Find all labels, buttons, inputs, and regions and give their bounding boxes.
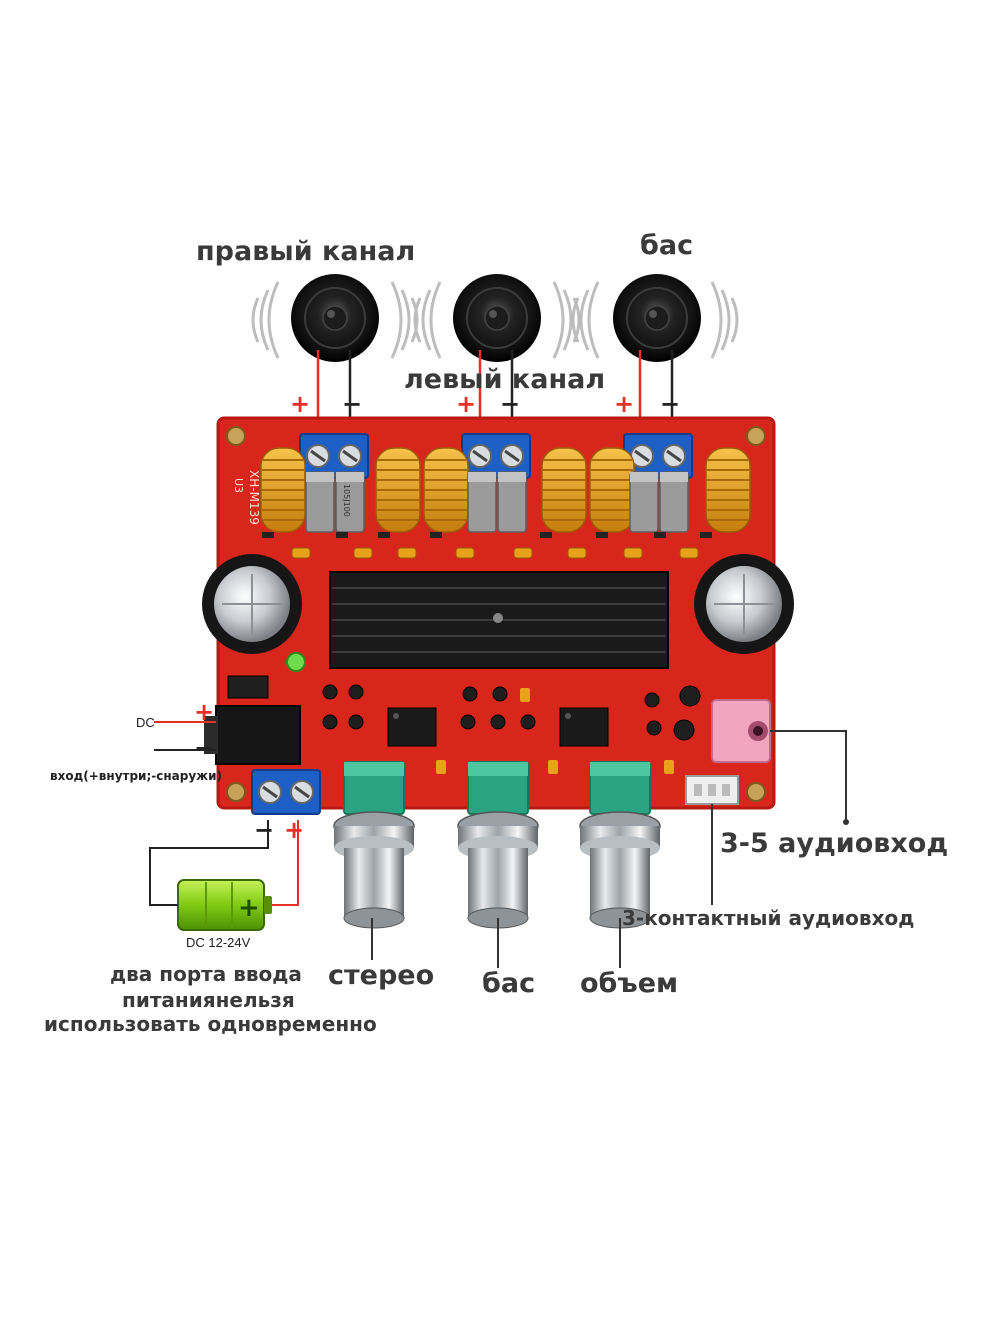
sound-wave-icon <box>251 280 280 360</box>
label-knob-stereo: стерео <box>328 960 435 991</box>
film-capacitor <box>629 471 659 533</box>
polarity-minus-dc: − <box>194 734 215 762</box>
label-input-35: 3-5 аудиовход <box>720 828 949 859</box>
dc-barrel-jack <box>204 705 301 765</box>
label-knob-bass: бас <box>482 968 536 999</box>
label-left-channel: левый канал <box>404 364 606 395</box>
board-u3-marking: U3 <box>232 478 245 493</box>
knob-icon <box>457 811 539 929</box>
potentiometer <box>589 761 651 815</box>
film-capacitor <box>659 471 689 533</box>
inductor <box>589 447 635 533</box>
electrolytic-capacitor <box>202 554 302 654</box>
label-right-channel: правый канал <box>196 236 416 267</box>
polarity-plus-dc: + <box>194 698 215 726</box>
inductor <box>541 447 587 533</box>
audio-jack-35 <box>711 699 771 763</box>
audio-connector-3pin <box>685 775 739 805</box>
potentiometer <box>467 761 529 815</box>
label-bass-output: бас <box>640 230 694 261</box>
label-input-3pin: 3-контактный аудиовход <box>622 906 915 930</box>
label-power-note-1: два порта ввода <box>110 962 302 986</box>
label-knob-volume: объем <box>580 968 679 999</box>
sound-wave-icon <box>710 280 739 360</box>
polarity-minus-bass: − <box>660 390 681 418</box>
label-power-note-3: использовать одновременно <box>44 1012 377 1036</box>
label-dc: DC <box>136 715 155 730</box>
diode <box>227 675 269 699</box>
label-battery-voltage: DC 12-24V <box>186 935 251 950</box>
connection-lines <box>149 721 849 968</box>
polarity-minus-terminal: − <box>254 816 275 844</box>
svg-text:+: + <box>238 893 260 923</box>
speaker-right-channel <box>251 273 419 363</box>
speaker-icon <box>452 273 542 363</box>
polarity-minus-right: − <box>342 390 363 418</box>
label-power-note-2: питаниянельзя <box>122 988 295 1012</box>
sound-wave-icon <box>413 280 442 360</box>
heatsink <box>329 571 669 669</box>
polarity-plus-left: + <box>456 390 477 418</box>
power-led <box>286 652 306 672</box>
battery-icon: + <box>177 879 272 931</box>
knob-bass[interactable] <box>457 811 539 929</box>
knob-stereo[interactable] <box>333 811 415 929</box>
polarity-plus-right: + <box>290 390 311 418</box>
potentiometer <box>343 761 405 815</box>
speaker-bass <box>571 273 739 363</box>
polarity-plus-bass: + <box>614 390 635 418</box>
inductor <box>705 447 751 533</box>
film-capacitor <box>497 471 527 533</box>
knob-icon <box>333 811 415 929</box>
inductor <box>423 447 469 533</box>
sound-wave-icon <box>552 280 581 360</box>
opamp-chip <box>559 707 609 747</box>
speaker-icon <box>612 273 702 363</box>
inductor-code-marking: 105J100 <box>342 484 351 517</box>
opamp-chip <box>387 707 437 747</box>
polarity-minus-left: − <box>500 390 521 418</box>
sound-wave-icon <box>390 280 419 360</box>
film-capacitor <box>467 471 497 533</box>
pcb-board: XH-M139 U3 105J100 <box>202 416 794 816</box>
electrolytic-capacitor <box>694 554 794 654</box>
inductor <box>375 447 421 533</box>
sound-wave-icon <box>571 280 600 360</box>
speaker-left-channel <box>413 273 581 363</box>
inductor <box>260 447 306 533</box>
label-dc-input-note: вход(+внутри;-снаружи) <box>50 769 222 783</box>
board-model-marking: XH-M139 <box>247 470 261 525</box>
polarity-plus-terminal: + <box>284 816 305 844</box>
film-capacitor <box>305 471 335 533</box>
screw-terminal-icon <box>250 768 322 816</box>
speaker-icon <box>290 273 380 363</box>
